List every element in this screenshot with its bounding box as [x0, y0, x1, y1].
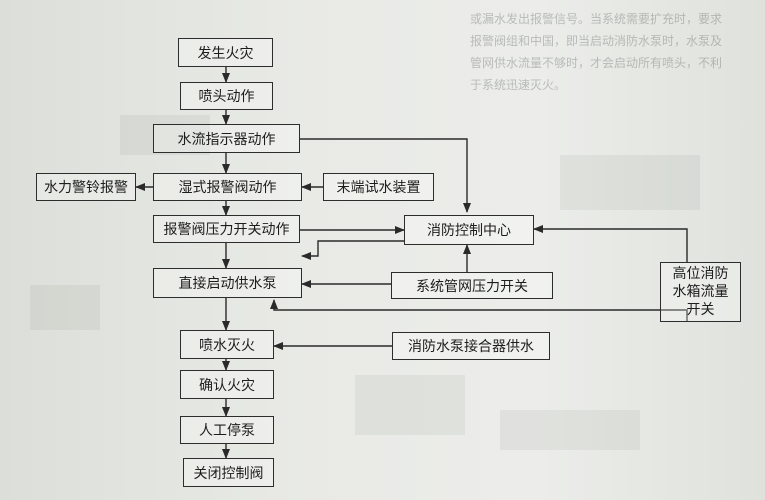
step-sprinkler-activation: 喷头动作 — [180, 82, 273, 110]
bleed-through-shape — [500, 410, 640, 450]
tank-label-line-1: 高位消防 — [672, 266, 729, 282]
step-start-pump: 直接启动供水泵 — [153, 268, 302, 298]
arrow-tank-to-pump — [270, 299, 688, 322]
node-fire-control-center: 消防控制中心 — [404, 215, 534, 245]
arrow-control-to-pump — [301, 240, 404, 260]
arrow-tank-to-control — [533, 225, 688, 262]
node-high-tank-flow-switch: 高位消防 水箱流量 开关 — [660, 262, 741, 322]
node-pipe-pressure-switch: 系统管网压力开关 — [391, 272, 553, 299]
bleed-through-text: 或漏水发出报警信号。当系统需要扩充时，要求报警阀组和中国，即当启动消防水泵时，水… — [470, 12, 723, 92]
node-end-test-device: 末端试水装置 — [323, 173, 434, 201]
bleed-through-shape — [560, 155, 700, 210]
tank-label-line-2: 水箱流量 — [672, 284, 729, 300]
step-manual-stop-pump: 人工停泵 — [180, 416, 274, 444]
step-wet-alarm-valve: 湿式报警阀动作 — [153, 173, 302, 201]
step-pressure-switch: 报警阀压力开关动作 — [153, 215, 300, 243]
step-fire: 发生火灾 — [178, 38, 273, 67]
bleed-through-shape — [30, 285, 100, 330]
tank-label-line-3: 开关 — [686, 302, 715, 318]
node-water-alarm-bell: 水力警铃报警 — [36, 173, 136, 201]
step-confirm-fire: 确认火灾 — [180, 370, 274, 399]
node-pump-adapter: 消防水泵接合器供水 — [392, 332, 550, 360]
step-flow-indicator: 水流指示器动作 — [153, 124, 300, 153]
step-spray-water: 喷水灭火 — [180, 330, 274, 359]
bleed-through-shape — [120, 115, 210, 155]
arrow-flow-to-control — [300, 138, 471, 213]
step-close-valve: 关闭控制阀 — [183, 458, 274, 487]
bleed-through-shape — [355, 375, 465, 435]
